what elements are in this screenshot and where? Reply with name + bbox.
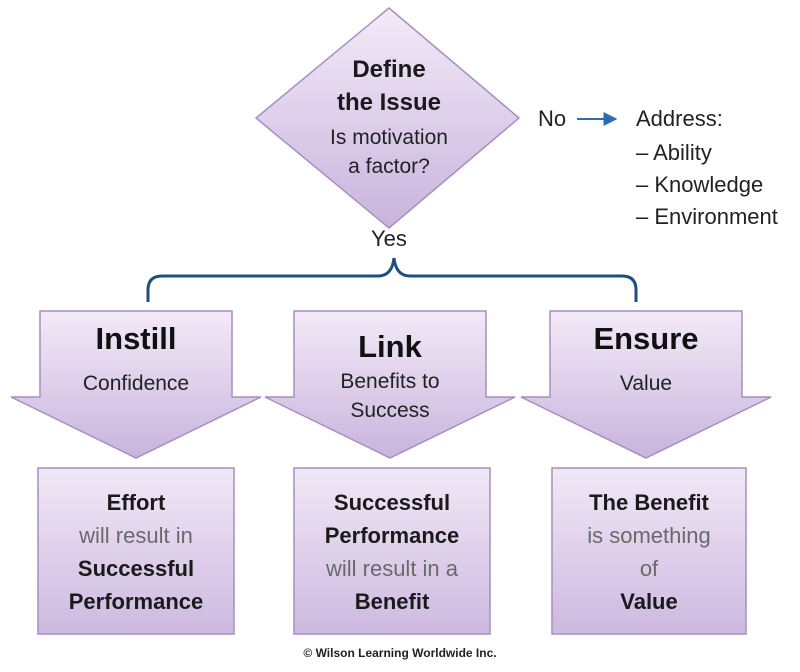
address-item-environment: – Environment <box>636 204 778 229</box>
copyright-notice: © Wilson Learning Worldwide Inc. <box>303 646 497 660</box>
decision-title-line2: the Issue <box>336 89 442 116</box>
no-label: No <box>538 106 567 131</box>
decision-title-line1: Define <box>352 56 426 83</box>
address-item-knowledge: – Knowledge <box>636 172 764 197</box>
result-line: Successful <box>333 490 451 515</box>
address-title: Address: <box>636 106 723 131</box>
step-subtitle-ensure: Value <box>619 372 673 395</box>
decision-question-line2: a factor? <box>348 155 430 178</box>
result-line: Performance <box>68 589 204 614</box>
result-box-ensure <box>551 467 747 635</box>
result-box-link-text: Successful Performance will result in a … <box>294 486 490 618</box>
result-line: will result in a <box>325 556 459 581</box>
result-line: of <box>639 556 659 581</box>
step-arrow-ensure <box>520 310 772 459</box>
step-arrow-link <box>264 310 516 459</box>
result-line: is something <box>587 523 711 548</box>
result-line: Effort <box>106 490 166 515</box>
result-line: Performance <box>324 523 460 548</box>
step-subtitle-instill: Confidence <box>82 372 190 395</box>
step-title-ensure: Ensure <box>593 321 699 356</box>
step-title-link: Link <box>358 329 422 364</box>
decision-question-line1: Is motivation <box>330 126 448 149</box>
yes-brace-connector <box>146 257 638 302</box>
step-subtitle-link-line2: Success <box>350 399 430 422</box>
result-box-ensure-text: The Benefit is something of Value <box>552 486 746 618</box>
result-box-instill-text: Effort will result in Successful Perform… <box>38 486 234 618</box>
step-arrow-instill <box>10 310 262 459</box>
result-line: will result in <box>79 523 193 548</box>
step-subtitle-link-line1: Benefits to <box>340 370 440 393</box>
result-line: The Benefit <box>589 490 709 515</box>
result-box-link <box>293 467 491 635</box>
decision-diamond <box>254 7 521 229</box>
result-line: Successful <box>77 556 195 581</box>
step-title-instill: Instill <box>95 321 177 356</box>
result-line: Value <box>620 589 678 614</box>
yes-label: Yes <box>371 226 407 251</box>
result-line: Benefit <box>354 589 430 614</box>
result-box-instill <box>37 467 235 635</box>
address-item-ability: – Ability <box>636 140 712 165</box>
